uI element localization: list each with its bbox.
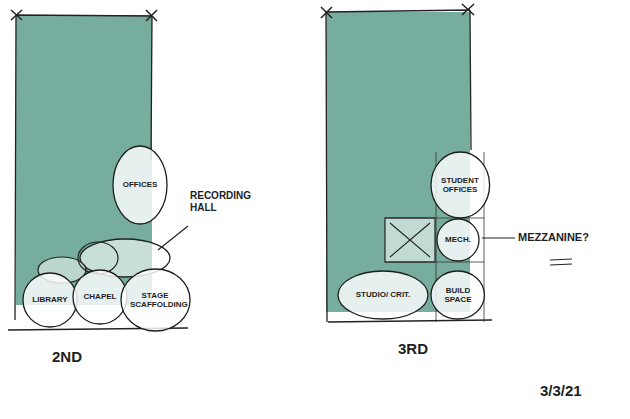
corner-mark [321, 4, 474, 18]
bubble [78, 242, 118, 274]
room-bubble: STUDIO/ CRIT. [337, 270, 429, 320]
room-bubble: STUDENT OFFICES [430, 151, 491, 219]
room-bubble: CHAPEL [72, 269, 128, 325]
leader-line [158, 226, 188, 250]
bubble-outline [431, 152, 490, 218]
room-label: STUDENT OFFICES [439, 176, 481, 194]
room-label: OFFICES [123, 180, 158, 189]
bubble-outline [23, 273, 77, 327]
bubble-outline [431, 271, 484, 319]
room-bubble: LIBRARY [22, 272, 78, 328]
room-label: BUILD SPACE [439, 286, 477, 304]
bubble-outline [437, 219, 479, 261]
bubble-outline [121, 269, 190, 331]
room-label: CHAPEL [84, 292, 117, 301]
room-label: LIBRARY [32, 295, 67, 304]
sketch-note: RECORDING HALL [190, 190, 262, 214]
bubble-outline [73, 270, 127, 324]
sketch-note: MEZZANINE? [518, 231, 589, 244]
corner-mark [11, 10, 157, 21]
sketch-note: 2ND [52, 348, 82, 366]
void-cross [390, 223, 430, 257]
room-label: MECH. [445, 235, 471, 244]
sketch-note: 3/3/21 [540, 382, 582, 400]
bubble-outline [113, 146, 167, 224]
room-bubble: MECH. [436, 218, 480, 262]
mezzanine-void [385, 218, 435, 262]
room-label: STAGE SCAFFOLDING [130, 291, 180, 309]
room-bubble: OFFICES [112, 145, 168, 225]
room-bubble: STAGE SCAFFOLDING [120, 268, 191, 332]
bubble-outline [338, 271, 428, 319]
baseline [328, 320, 492, 322]
sketch-note: 3RD [398, 340, 428, 358]
room-bubble: BUILD SPACE [430, 270, 485, 320]
equal-mark [550, 259, 572, 265]
room-label: STUDIO/ CRIT. [356, 290, 411, 299]
leader-line [482, 237, 515, 238]
